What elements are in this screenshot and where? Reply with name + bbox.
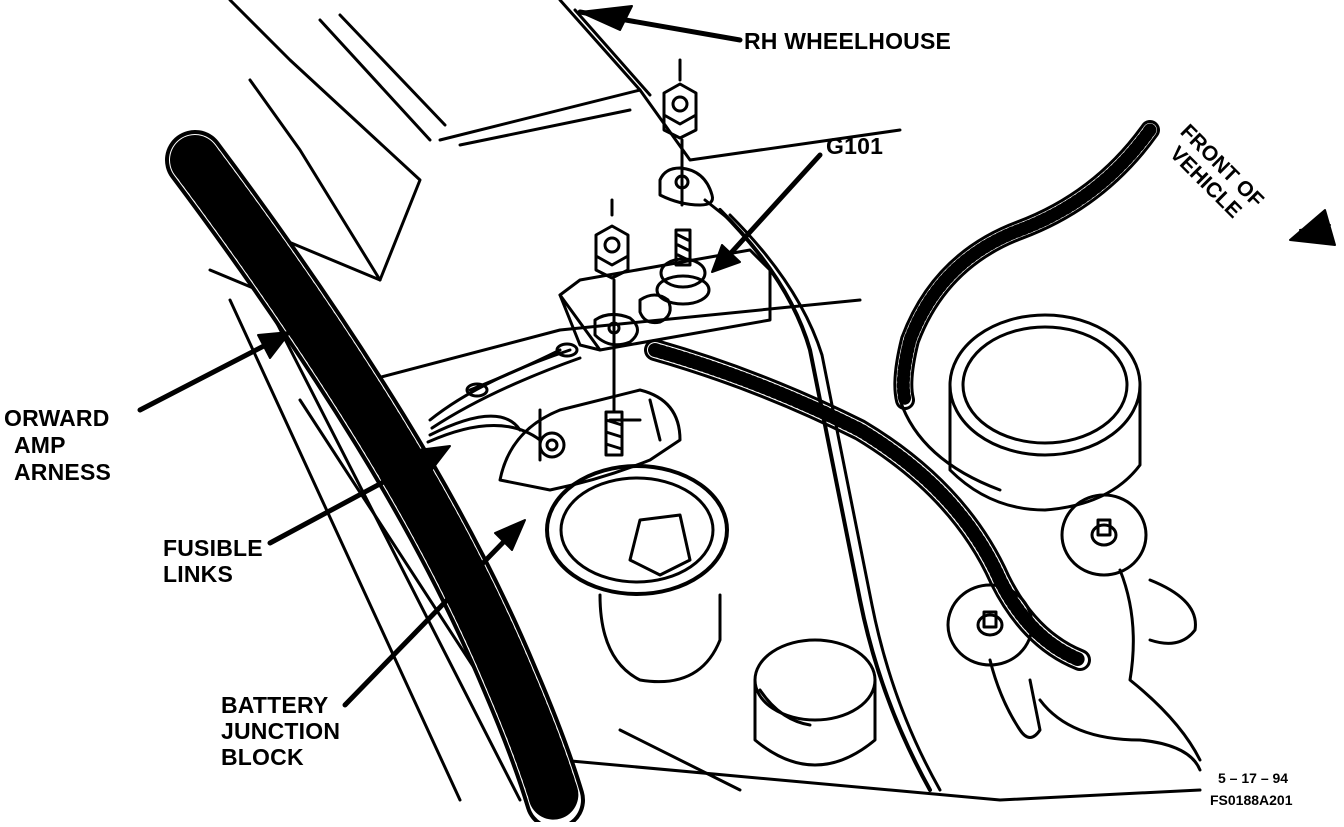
- leader-arrows: [137, 5, 1336, 708]
- figure-code: FS0188A201: [1210, 792, 1293, 808]
- forward-lamp-harness-label-3: ARNESS: [14, 459, 112, 485]
- battery-cable-clamp: [898, 313, 1202, 772]
- right-wire-loom: [893, 120, 1160, 410]
- battery-junction-block: [498, 248, 772, 684]
- fusible-links-label-1: FUSIBLE: [163, 535, 263, 561]
- fusible-links: [426, 342, 582, 444]
- forward-lamp-harness-label-1: ORWARD: [4, 405, 110, 431]
- battery-junction-block-label-3: BLOCK: [221, 744, 304, 770]
- forward-lamp-harness: [165, 130, 585, 827]
- fusible-links-label-2: LINKS: [163, 561, 233, 587]
- g101-ground-stud: [593, 58, 732, 457]
- coolant-cap: [753, 638, 877, 767]
- date-stamp: 5 – 17 – 94: [1218, 770, 1289, 786]
- ground-cable: [644, 208, 1091, 792]
- g101-label: G101: [826, 133, 884, 159]
- rh-wheelhouse-label: RH WHEELHOUSE: [744, 28, 952, 54]
- forward-lamp-harness-label-2: AMP: [14, 432, 66, 458]
- battery-junction-block-label-1: BATTERY: [221, 692, 329, 718]
- battery-junction-block-label-2: JUNCTION: [221, 718, 341, 744]
